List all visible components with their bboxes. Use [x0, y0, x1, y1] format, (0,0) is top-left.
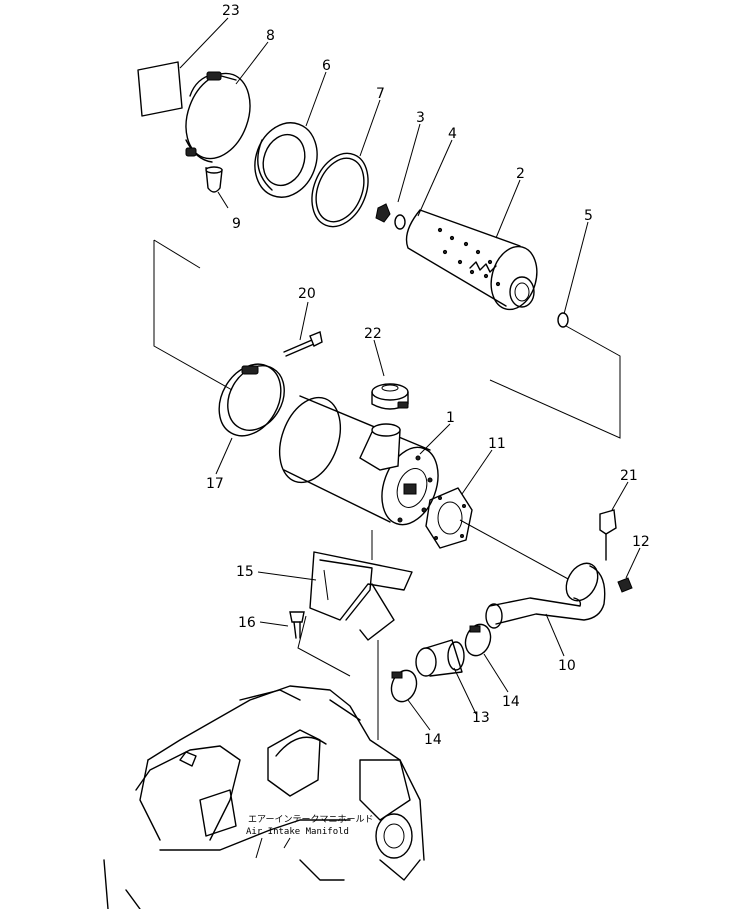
part-20-bolt [283, 331, 323, 357]
callout-8: 8 [266, 28, 275, 44]
callout-17: 17 [206, 476, 224, 492]
callout-23: 23 [222, 3, 240, 19]
part-8-band-clamp [185, 71, 251, 163]
part-9-evacuator-valve [205, 166, 223, 193]
callout-1: 1 [446, 410, 455, 426]
manifold-note: エアーインテークマニホールド Air Intake Manifold [246, 814, 373, 859]
part-15-bracket [309, 551, 413, 641]
part-2-filter-element [405, 209, 538, 311]
part-14-hose-clamp-lower [390, 669, 418, 703]
callout-3: 3 [416, 110, 425, 126]
part-5-o-ring [557, 312, 569, 328]
callout-10: 10 [558, 658, 576, 674]
callout-12: 12 [632, 534, 650, 550]
part-7-gasket-ring [311, 152, 369, 228]
engine-block [103, 685, 425, 909]
callout-21: 21 [620, 468, 638, 484]
part-11-gasket [425, 487, 473, 549]
part-21-sensor [599, 509, 617, 561]
callout-13: 13 [472, 710, 490, 726]
part-10-elbow-tube [485, 562, 606, 629]
part-17-band [218, 363, 285, 437]
part-3-wing-nut [375, 203, 391, 223]
leader-lines [179, 17, 641, 731]
callout-2: 2 [516, 166, 525, 182]
manifold-label-japanese: エアーインテークマニホールド [248, 814, 373, 825]
callout-16: 16 [238, 615, 256, 631]
callout-4: 4 [448, 126, 457, 142]
callout-14-lower: 14 [424, 732, 442, 748]
callout-11: 11 [488, 436, 506, 452]
part-13-hose [415, 639, 465, 677]
callout-5: 5 [584, 208, 593, 224]
part-14-hose-clamp-upper [464, 623, 492, 657]
part-12-plug [617, 577, 633, 593]
callout-6: 6 [322, 58, 331, 74]
part-22-dust-indicator [371, 383, 409, 410]
callout-15: 15 [236, 564, 254, 580]
assembly-guide-lines [153, 239, 621, 740]
part-23-label-plate [137, 61, 183, 117]
callout-9: 9 [232, 216, 241, 232]
callout-20: 20 [298, 286, 316, 302]
part-1-air-cleaner-body [278, 395, 439, 526]
part-4-washer [394, 214, 406, 230]
part-16-bolt [289, 611, 305, 639]
manifold-label-english: Air Intake Manifold [246, 827, 349, 837]
callout-22: 22 [364, 326, 382, 342]
callout-7: 7 [376, 86, 385, 102]
callout-14-upper: 14 [502, 694, 520, 710]
part-6-cover [254, 122, 318, 198]
callout-labels: 23 8 6 7 3 4 2 5 9 20 22 1 11 17 21 12 1… [206, 3, 650, 748]
